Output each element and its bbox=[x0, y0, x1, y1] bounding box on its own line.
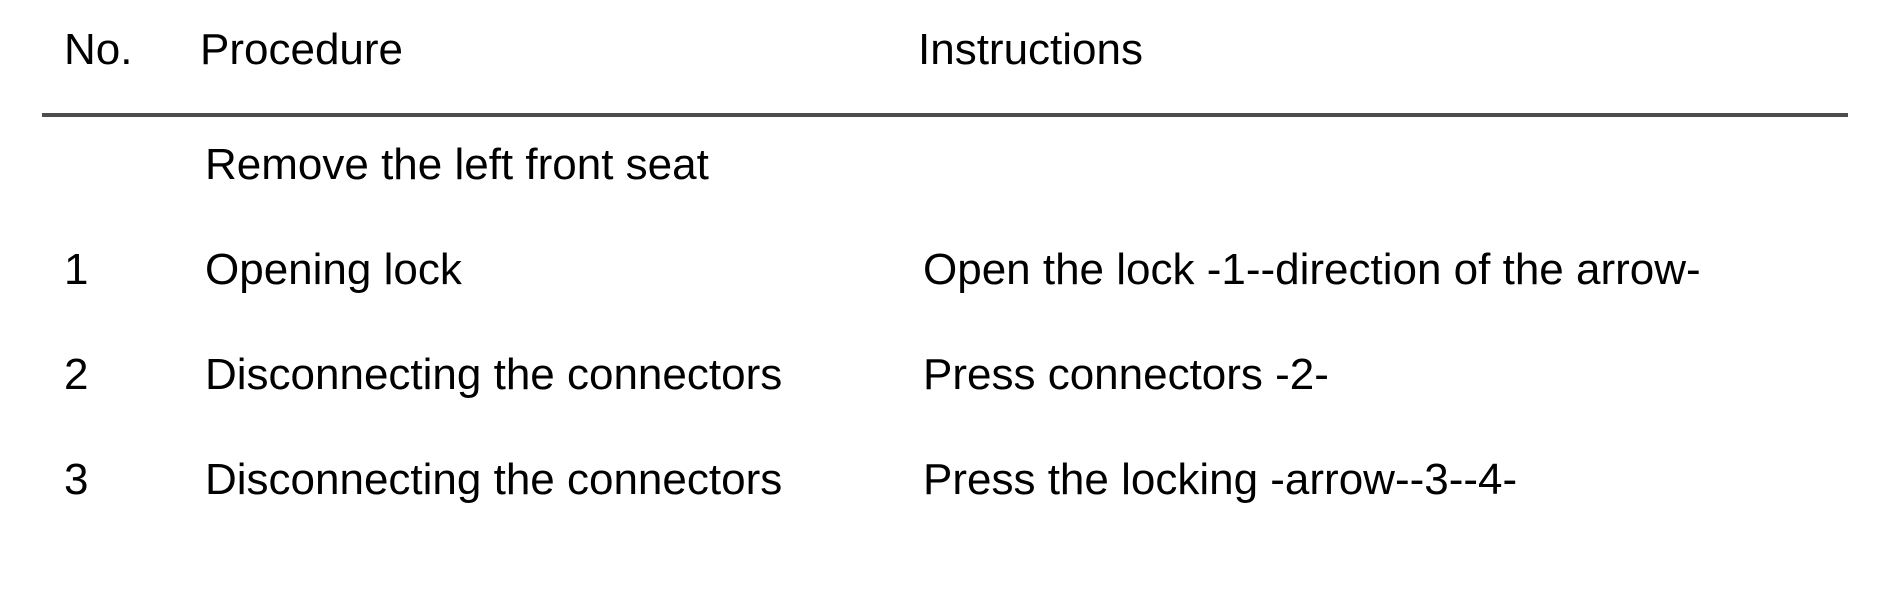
row-procedure: Opening lock bbox=[205, 245, 462, 294]
row-procedure: Disconnecting the connectors bbox=[205, 455, 783, 504]
table-header-row: No. Procedure Instructions bbox=[0, 0, 1881, 72]
row-instructions: Open the lock -1--direction of the arrow… bbox=[923, 245, 1701, 294]
section-title: Remove the left front seat bbox=[205, 140, 709, 189]
column-header-procedure: Procedure bbox=[200, 25, 404, 74]
table-section-row: Remove the left front seat bbox=[0, 143, 1881, 187]
table-row: 1 Opening lock Open the lock -1--directi… bbox=[0, 248, 1881, 292]
table-row: 2 Disconnecting the connectors Press con… bbox=[0, 353, 1881, 397]
row-instructions: Press connectors -2- bbox=[923, 350, 1329, 399]
row-no: 3 bbox=[64, 455, 89, 504]
column-header-no: No. bbox=[64, 25, 133, 74]
row-no: 1 bbox=[64, 245, 89, 294]
header-divider-rule bbox=[42, 113, 1848, 117]
row-procedure: Disconnecting the connectors bbox=[205, 350, 783, 399]
row-instructions: Press the locking -arrow--3--4- bbox=[923, 455, 1518, 504]
row-no: 2 bbox=[64, 350, 89, 399]
column-header-instructions: Instructions bbox=[918, 25, 1143, 74]
table-row: 3 Disconnecting the connectors Press the… bbox=[0, 458, 1881, 502]
